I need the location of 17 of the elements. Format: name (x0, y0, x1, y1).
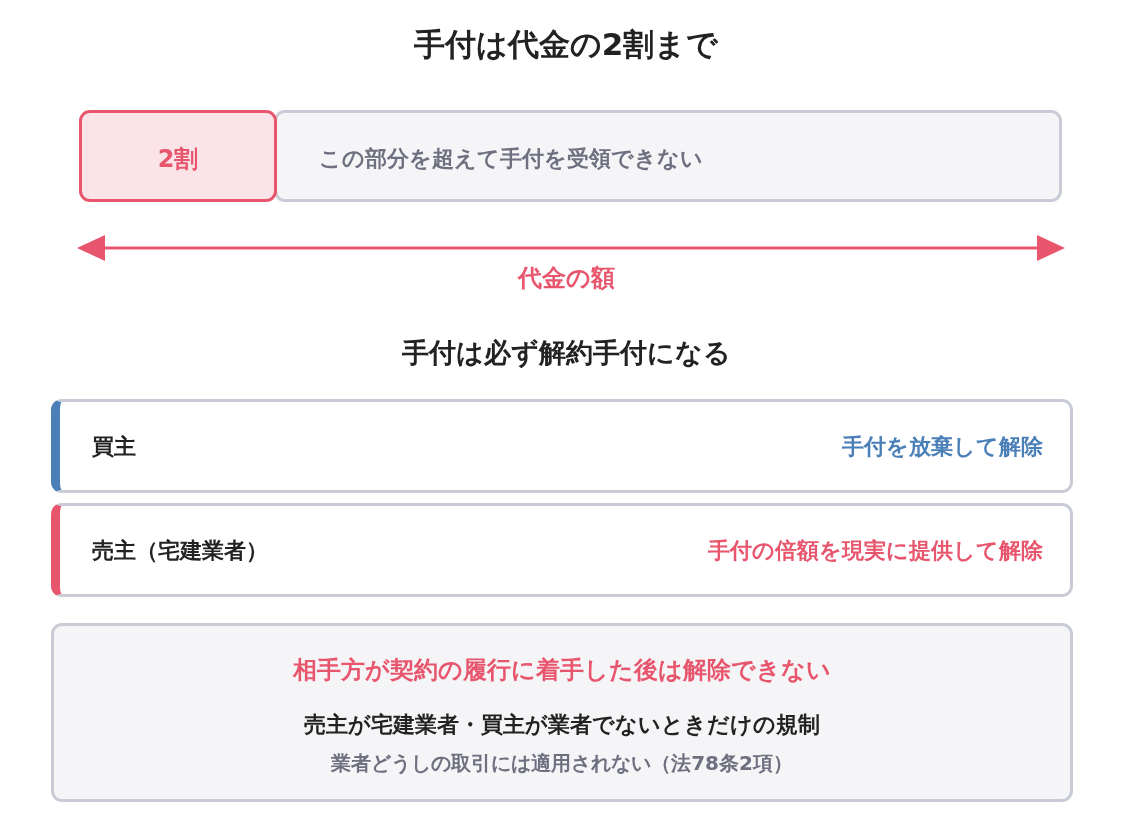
highlight-segment (79, 110, 277, 202)
party-label: 買主 (92, 433, 136, 461)
title: 手付は代金の2割まで (412, 25, 720, 64)
note-text: 売主が宅建業者・買主が業者でないときだけの規制 (303, 711, 821, 739)
info-card (51, 399, 1073, 493)
note-heading: 相手方が契約の履行に着手した後は解除できない (291, 655, 832, 686)
segment-label: 2割 (156, 144, 200, 175)
remedy-text: 手付を放棄して解除 (842, 433, 1043, 461)
section-heading: 手付は必ず解約手付になる (400, 336, 732, 370)
bar-segment (274, 110, 1062, 202)
note-text: 業者どうしの取引には適用されない（法78条2項） (330, 750, 794, 777)
note-panel (51, 623, 1073, 802)
segment-label: この部分を超えて手付を受領できない (319, 145, 703, 173)
remedy-text: 手付の倍額を現実に提供して解除 (708, 537, 1043, 565)
info-card (51, 503, 1073, 597)
party-label: 売主（宅建業者） (92, 537, 268, 565)
dimension-label: 代金の額 (516, 263, 616, 294)
